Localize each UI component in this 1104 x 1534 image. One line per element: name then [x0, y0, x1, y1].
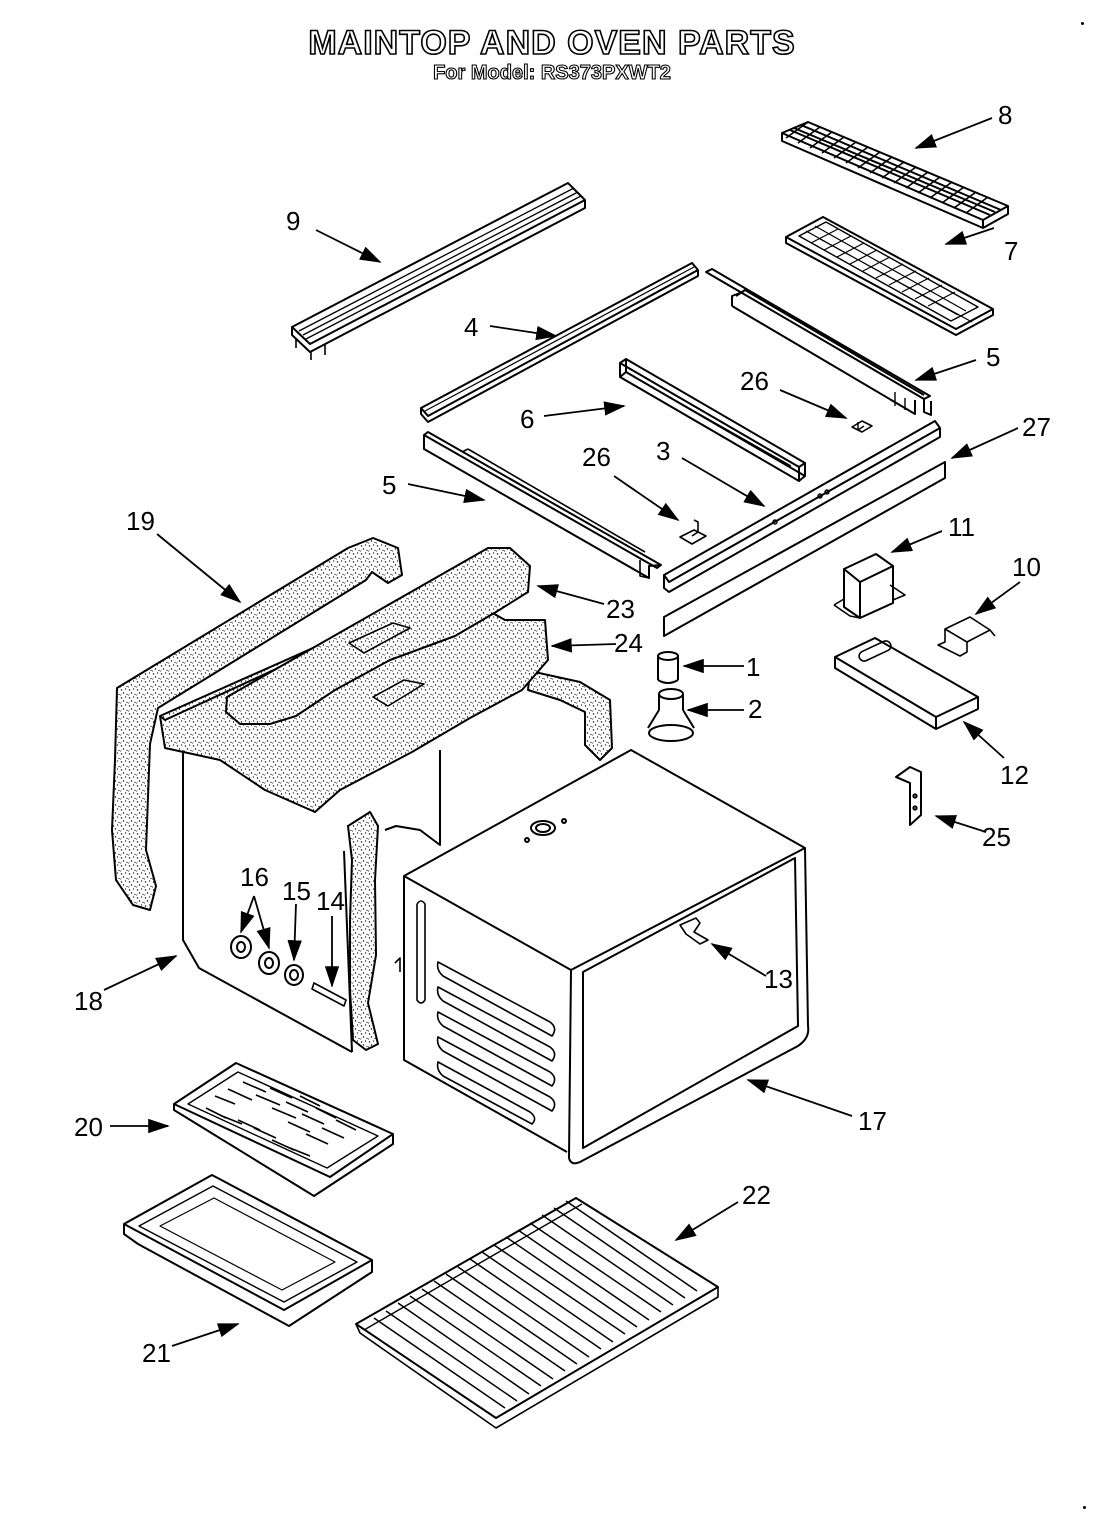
part-broiler-grid — [173, 1062, 394, 1197]
callout-14: 14 — [316, 886, 345, 916]
part-vent-trim — [291, 182, 586, 360]
callout-9: 9 — [286, 206, 300, 236]
part-burner-base — [647, 688, 695, 742]
part-cap — [657, 651, 679, 684]
part-grease-filter — [785, 216, 994, 336]
callout-24: 24 — [614, 628, 643, 658]
callout-leaders — [103, 117, 1021, 1347]
part-rear-rail — [420, 262, 699, 423]
callout-7: 7 — [1004, 236, 1018, 266]
callout-16: 16 — [240, 862, 269, 892]
part-oven-liner — [394, 749, 810, 1165]
part-oven-rack — [355, 1197, 719, 1429]
part-front-rail — [663, 420, 941, 593]
callout-8: 8 — [998, 100, 1012, 130]
part-cover-plate — [834, 637, 979, 730]
part-broiler-pan — [123, 1174, 373, 1327]
callout-10: 10 — [1012, 552, 1041, 582]
callout-4: 4 — [464, 312, 478, 342]
part-insulation-top — [159, 587, 549, 813]
callout-26-upper: 26 — [740, 366, 769, 396]
part-control-strip — [663, 461, 946, 637]
callout-19: 19 — [126, 506, 155, 536]
callout-23: 23 — [606, 594, 635, 624]
part-side-channel-left — [423, 431, 662, 579]
callout-21: 21 — [142, 1338, 171, 1368]
part-liner-clip — [679, 917, 709, 945]
part-griddle-grate — [781, 121, 1009, 229]
part-insulation-blanket — [111, 537, 613, 1051]
corner-mark — [1081, 22, 1084, 25]
callout-25: 25 — [982, 822, 1011, 852]
callout-15: 15 — [282, 876, 311, 906]
corner-mark — [1083, 1506, 1086, 1509]
part-washer — [284, 964, 304, 986]
page-title: MAINTOP AND OVEN PARTS — [308, 23, 796, 63]
callout-5-left: 5 — [382, 470, 396, 500]
part-oven-body — [182, 741, 441, 1053]
callout-22: 22 — [742, 1180, 771, 1210]
part-transformer — [833, 553, 906, 619]
model-subtitle: For Model: RS373PXWT2 — [433, 61, 672, 84]
part-side-channel-right — [705, 268, 932, 416]
part-grommet-pair — [230, 935, 280, 975]
callout-3: 3 — [656, 436, 670, 466]
part-clip — [895, 766, 922, 826]
callout-20: 20 — [74, 1112, 103, 1142]
part-insulation-patches — [348, 622, 425, 707]
part-mount-bracket — [937, 616, 996, 657]
callout-5-right: 5 — [986, 342, 1000, 372]
callout-27: 27 — [1022, 412, 1051, 442]
callout-11: 11 — [948, 512, 975, 542]
part-center-channel — [619, 358, 806, 482]
part-bracket-upper — [851, 420, 873, 433]
callout-labels: 8 9 7 4 5 26 6 27 26 3 5 19 11 10 23 24 … — [74, 100, 1051, 1368]
callout-17: 17 — [858, 1106, 887, 1136]
part-rod — [311, 982, 347, 1007]
callout-1: 1 — [746, 652, 760, 682]
callout-18: 18 — [74, 986, 103, 1016]
callout-2: 2 — [748, 694, 762, 724]
callout-13: 13 — [764, 964, 793, 994]
part-bracket-lower — [679, 519, 707, 545]
callout-26-lower: 26 — [582, 442, 611, 472]
callout-6: 6 — [520, 404, 534, 434]
callout-12: 12 — [1000, 760, 1029, 790]
